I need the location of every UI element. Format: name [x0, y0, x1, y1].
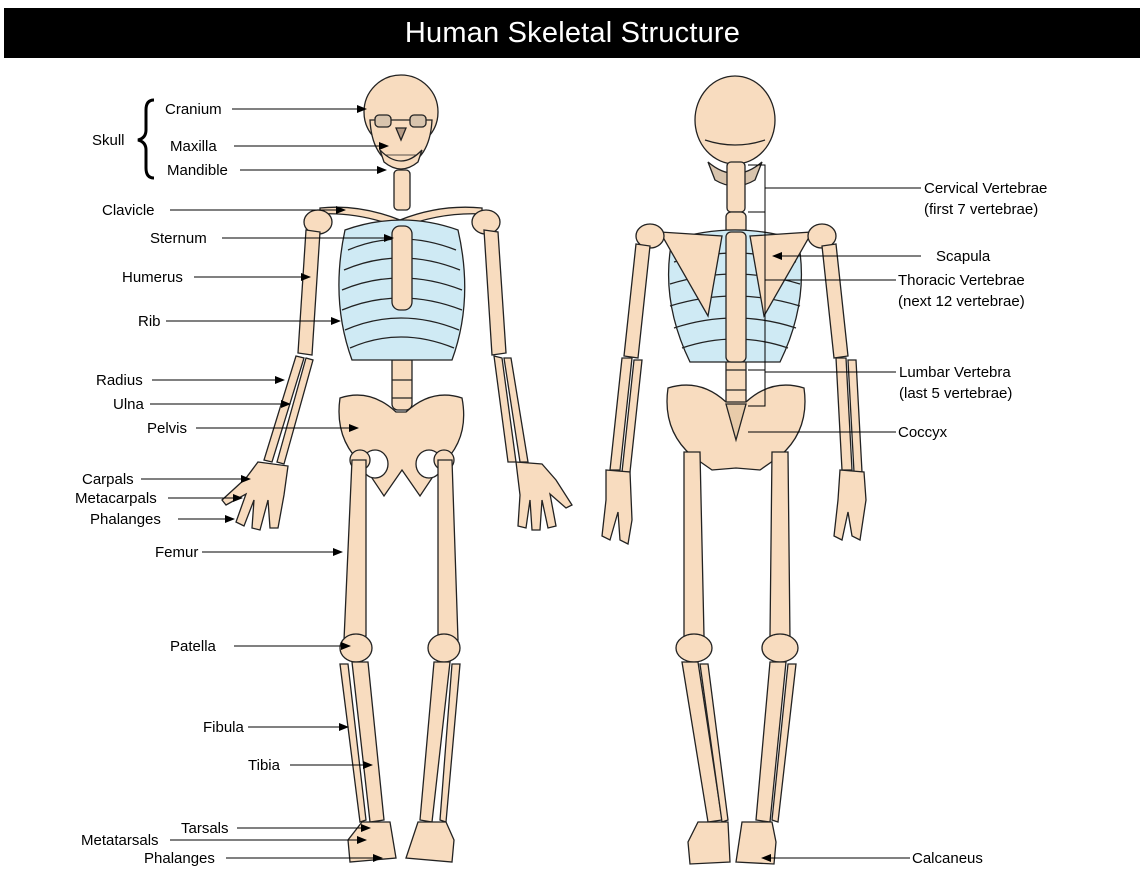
label-rib: Rib [138, 313, 161, 330]
front-skeleton [222, 75, 572, 862]
label-cervical-note: (first 7 vertebrae) [924, 201, 1038, 218]
front-sternum [392, 226, 412, 310]
label-carpals: Carpals [82, 471, 134, 488]
front-patella [340, 634, 372, 662]
label-tarsals: Tarsals [181, 820, 229, 837]
front-foot-left [406, 822, 454, 862]
back-cranium [695, 76, 775, 164]
label-metacarpals: Metacarpals [75, 490, 157, 507]
label-coccyx: Coccyx [898, 424, 948, 441]
label-femur: Femur [155, 544, 198, 561]
back-cervical [727, 162, 745, 212]
label-humerus: Humerus [122, 269, 183, 286]
label-cervical: Cervical Vertebrae [924, 180, 1047, 197]
front-hand-left [516, 462, 572, 530]
back-foot-left [688, 822, 730, 864]
label-sternum: Sternum [150, 230, 207, 247]
front-hand-right [222, 462, 288, 530]
label-cranium: Cranium [165, 101, 222, 118]
front-femur-left [438, 460, 458, 640]
label-clavicle: Clavicle [102, 202, 155, 219]
front-eye-right [410, 115, 426, 127]
label-mandible: Mandible [167, 162, 228, 179]
front-humerus-left [484, 230, 506, 355]
label-radius: Radius [96, 372, 143, 389]
label-skull: Skull [92, 132, 125, 149]
label-patella: Patella [170, 638, 217, 655]
label-ulna: Ulna [113, 396, 145, 413]
label-calcaneus: Calcaneus [912, 850, 983, 867]
label-metatarsals: Metatarsals [81, 832, 159, 849]
label-pelvis: Pelvis [147, 420, 187, 437]
skull-brace [138, 100, 154, 178]
label-scapula: Scapula [936, 248, 991, 265]
label-fibula: Fibula [203, 719, 245, 736]
front-eye-left [375, 115, 391, 127]
label-lumbar: Lumbar Vertebra [899, 364, 1011, 381]
back-skeleton [602, 76, 866, 864]
back-label-texts: Cervical Vertebrae (first 7 vertebrae) S… [898, 180, 1047, 867]
front-femur-right [344, 460, 366, 640]
label-tibia: Tibia [248, 757, 281, 774]
label-thoracic-note: (next 12 vertebrae) [898, 293, 1025, 310]
label-lumbar-note: (last 5 vertebrae) [899, 385, 1012, 402]
label-phalanges-foot: Phalanges [144, 850, 215, 867]
label-phalanges-hand: Phalanges [90, 511, 161, 528]
front-humerus-right [298, 230, 320, 355]
front-cervical [394, 170, 410, 210]
label-maxilla: Maxilla [170, 138, 217, 155]
label-thoracic: Thoracic Vertebrae [898, 272, 1025, 289]
